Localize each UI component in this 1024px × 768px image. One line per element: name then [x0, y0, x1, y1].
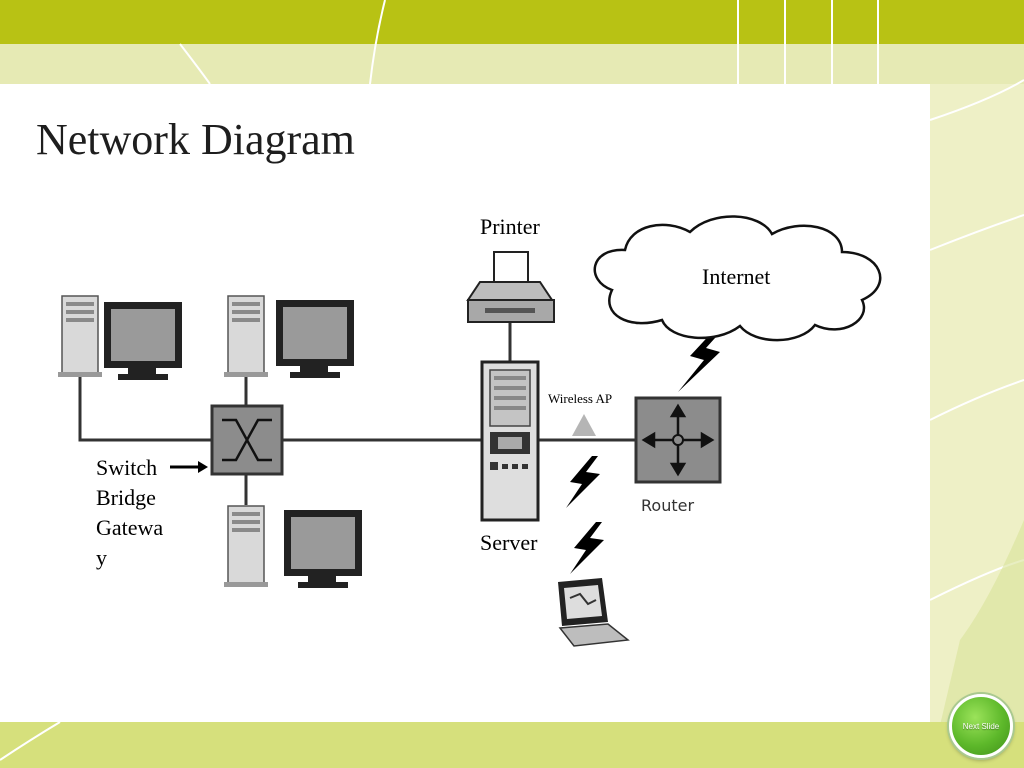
switch-label-line: Bridge: [96, 485, 156, 510]
workstation-2: [224, 295, 354, 378]
next-slide-label: Next Slide: [962, 721, 1000, 731]
switch-label-line: Gatewa: [96, 515, 164, 540]
top-accent-bar: [0, 0, 1024, 44]
wireless-ap-icon: [572, 414, 596, 436]
printer-label: Printer: [480, 214, 540, 239]
workstation-3: [224, 505, 362, 588]
laptop-icon: [558, 578, 630, 647]
internet-cloud-icon: [593, 215, 882, 342]
switch-label: Switch Bridge Gatewa y: [96, 453, 180, 573]
switch-label-line: Switch: [96, 455, 158, 480]
switch-icon: [210, 404, 284, 476]
slide-content-area: [0, 84, 930, 722]
internet-label: Internet: [702, 264, 771, 289]
lightning-bolt-icon: [570, 522, 604, 574]
lightning-bolt-icon: [566, 456, 600, 508]
slide-title: Network Diagram: [36, 115, 355, 164]
switch-label-line: y: [96, 545, 107, 570]
next-slide-button[interactable]: Next Slide: [949, 694, 1013, 758]
server-icon: [480, 360, 540, 522]
switch-pointer-arrow: [170, 461, 208, 473]
router-icon: [634, 396, 722, 484]
router-label: Router: [641, 496, 695, 515]
printer-icon: [466, 251, 555, 323]
server-label: Server: [480, 530, 538, 555]
workstation-1: [58, 295, 182, 380]
wireless-ap-label: Wireless AP: [548, 391, 613, 406]
connection-lines: [78, 322, 636, 505]
